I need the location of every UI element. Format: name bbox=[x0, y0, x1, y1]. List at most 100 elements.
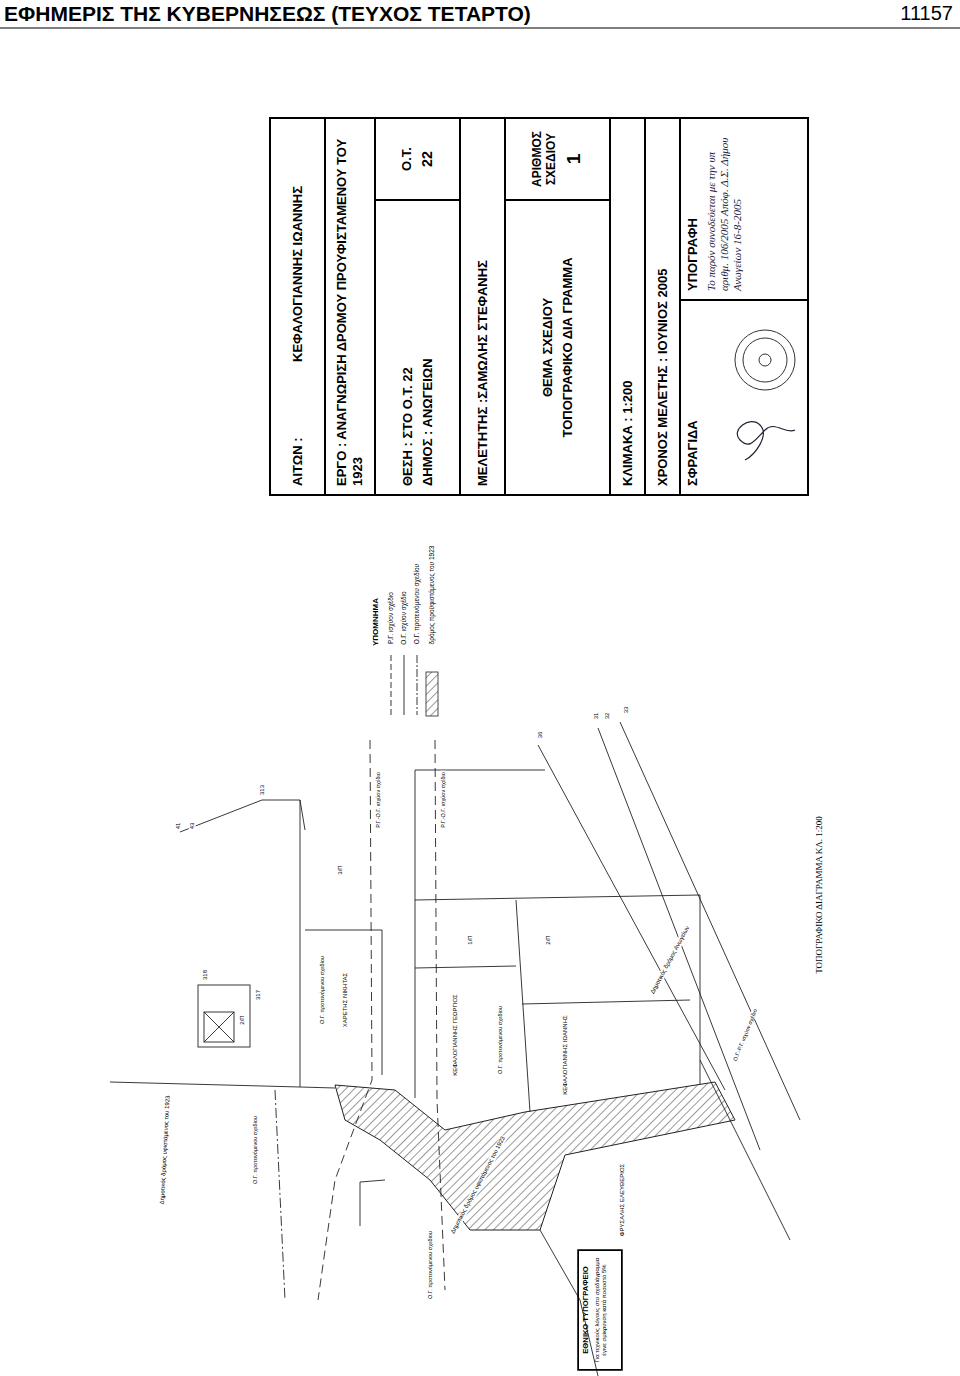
parcel-boundary bbox=[415, 895, 700, 900]
cell-heading: ΘΕΜΑ ΣΧΕΔΙΟΥ bbox=[540, 298, 556, 397]
title-block-cell: ΘΕΜΑ ΣΧΕΔΙΟΥΤΟΠΟΓΡΑΦΙΚΟ ΔΙΑ ΓΡΑΜΜΑ bbox=[505, 200, 610, 495]
legend-text: δρόμος προϋφιστάμενος του 1923 bbox=[428, 544, 435, 645]
parcel-boundary bbox=[516, 900, 530, 1112]
map-label: ΧΑΡΕΤΗΣ ΝΙΚΗΤΑΣ bbox=[342, 972, 349, 1029]
parcel-boundary bbox=[415, 770, 545, 771]
parcel-boundary bbox=[598, 728, 760, 1150]
stamp-frame bbox=[578, 1250, 622, 1370]
legend-sample bbox=[391, 655, 392, 715]
map-label: Ο.Γ.-Ρ.Γ. ισχύον σχέδιο bbox=[731, 1007, 758, 1063]
plot-number: 31 bbox=[593, 712, 600, 721]
parcel-boundary bbox=[305, 930, 382, 1075]
building-line-dashed bbox=[318, 740, 445, 1300]
legend-text: Ρ.Γ. ισχύον σχέδιο bbox=[387, 591, 394, 645]
gazette-header: ΕΦΗΜΕΡΙΣ ΤΗΣ ΚΥΒΕΡΝΗΣΕΩΣ (ΤΕΥΧΟΣ ΤΕΤΑΡΤΟ… bbox=[4, 2, 531, 26]
legend-sample bbox=[391, 655, 392, 715]
legend-sample bbox=[426, 672, 438, 716]
title-block-cell: ΘΕΣΗ : ΣΤΟ Ο.Τ. 22ΔΗΜΟΣ : ΑΝΩΓΕΙΩΝ bbox=[375, 200, 460, 495]
plot-number: 317 bbox=[255, 989, 262, 1001]
proposed-line bbox=[275, 1090, 285, 1300]
cell-text: Για τεχνικούς λόγους στο σχεδιάγραμμα έγ… bbox=[594, 1254, 608, 1366]
cell-heading: ΑΙΤΩΝ : bbox=[290, 366, 306, 486]
plot-number: 41 bbox=[175, 822, 182, 831]
stamp-box: ΕΘΝΙΚΟ ΤΥΠΟΓΡΑΦΕΙΟ Για τεχνικούς λόγους σ… bbox=[578, 1250, 622, 1370]
legend-sample bbox=[426, 672, 438, 716]
official-seal bbox=[735, 330, 795, 390]
cell-heading: ΣΦΡΑΓΙΔΑ bbox=[685, 420, 701, 486]
title-block-cell: ΧΡΟΝΟΣ ΜΕΛΕΤΗΣ : ΙΟΥΝΙΟΣ 2005 bbox=[645, 118, 680, 495]
cell-heading: ΚΛΙΜΑΚΑ : 1:200 bbox=[620, 381, 636, 486]
cell-heading: ΕΡΓΟ : ΑΝΑΓΝΩΡΙΣΗ ΔΡΟΜΟΥ ΠΡΟΥΦΙΣΤΑΜΕΝΟΥ … bbox=[334, 127, 365, 486]
title-block-cell: ΑΙΤΩΝ : ΚΕΦΑΛΟΓΙΑΝΝΗΣ ΙΩΑΝΝΗΣ bbox=[270, 118, 325, 495]
cell-text: 22 bbox=[419, 151, 436, 167]
cell-heading: Ο.Τ. bbox=[399, 147, 415, 171]
parcel-boundary bbox=[700, 1060, 790, 1240]
legend-text: Ο.Γ. ισχύον σχέδιο bbox=[400, 590, 407, 645]
cell-text: ΚΕΦΑΛΟΓΙΑΝΝΗΣ ΙΩΑΝΝΗΣ bbox=[290, 186, 306, 362]
parcel-boundary bbox=[110, 1082, 335, 1088]
official-seal bbox=[759, 354, 771, 366]
cell-text: Το παρόν συνοδεύεται με την υπ αριθμ. 10… bbox=[705, 127, 745, 291]
parcel-boundary bbox=[620, 722, 800, 1120]
cell-text: 1 bbox=[562, 154, 585, 165]
signature bbox=[737, 422, 795, 460]
legend-sample bbox=[417, 655, 418, 715]
title-block-cell: ΥΠΟΓΡΑΦΗΤο παρόν συνοδεύεται με την υπ α… bbox=[680, 118, 808, 300]
plot-number: 1/Π bbox=[467, 934, 474, 945]
map-label: Ρ.Γ.-Ο.Γ. ισχύον σχέδιο bbox=[375, 771, 381, 829]
building bbox=[198, 985, 250, 1047]
plot-number: 2/Π bbox=[545, 934, 552, 945]
cell-heading: ΜΕΛΕΤΗΤΗΣ :ΣΑΜΩΛΗΣ ΣΤΕΦΑΝΗΣ bbox=[475, 260, 491, 486]
page-number: 11157 bbox=[899, 2, 954, 24]
parcel-boundary bbox=[522, 1000, 690, 1004]
building bbox=[204, 1012, 234, 1042]
parcel-boundary bbox=[300, 800, 301, 1087]
plot-number: 36 bbox=[537, 731, 544, 740]
cell-heading: ΥΠΟΓΡΑΦΗ bbox=[685, 218, 701, 291]
cell-text: ΔΗΜΟΣ : ΑΝΩΓΕΙΩΝ bbox=[420, 358, 436, 486]
title-block-cell: Ο.Τ.22 bbox=[375, 118, 460, 200]
map-label: ΚΕΦΑΛΟΓΙΑΝΝΗΣ ΓΕΩΡΓΙΟΣ bbox=[452, 993, 459, 1077]
map-label: Ο.Γ. προτεινόμενου σχεδίου bbox=[319, 955, 325, 1025]
map-label: Ο.Γ. προτεινόμενου σχεδίου bbox=[497, 1005, 503, 1075]
title-block-cell: ΜΕΛΕΤΗΤΗΣ :ΣΑΜΩΛΗΣ ΣΤΕΦΑΝΗΣ bbox=[460, 118, 505, 495]
parcel-boundary bbox=[110, 722, 800, 1376]
road-1923-hatched bbox=[335, 1082, 735, 1230]
proposed-line bbox=[275, 1090, 285, 1300]
map-label: ΚΕΦΑΛΟΓΙΑΝΝΗΣ ΙΩΑΝΝΗΣ bbox=[562, 1014, 569, 1095]
plot-number: 318 bbox=[202, 969, 209, 981]
parcel-boundary bbox=[360, 1180, 385, 1226]
parcel-boundary bbox=[415, 770, 416, 1098]
legend-sample bbox=[404, 655, 405, 715]
title-block-cell: ΚΛΙΜΑΚΑ : 1:200 bbox=[610, 118, 645, 495]
cell-heading: ΕΘΝΙΚΟ ΤΥΠΟΓΡΑΦΕΙΟ bbox=[581, 1266, 590, 1354]
title-block-cell: ΑΡΙΘΜΟΣ ΣΧΕΔΙΟΥ1 bbox=[505, 118, 610, 200]
cell-heading: ΧΡΟΝΟΣ ΜΕΛΕΤΗΣ : ΙΟΥΝΙΟΣ 2005 bbox=[655, 269, 671, 486]
title-block-frame bbox=[270, 118, 808, 495]
map-label: ΦΡΥΣΑΛΗΣ ΕΛΕΥΘΕΡΙΟΣ bbox=[619, 1163, 626, 1238]
official-seal bbox=[735, 330, 795, 390]
map-label: Ο.Γ. προτεινόμενου σχεδίου bbox=[252, 1115, 258, 1185]
plot-number: 2/Π bbox=[239, 1014, 246, 1025]
map-label: Δημοτικός δρόμος Ανωγείων bbox=[649, 924, 691, 996]
plot-number: 313 bbox=[259, 784, 266, 796]
title-block-cell: ΕΡΓΟ : ΑΝΑΓΝΩΡΙΣΗ ΔΡΟΜΟΥ ΠΡΟΥΦΙΣΤΑΜΕΝΟΥ … bbox=[325, 118, 375, 495]
legend-text: Ο.Γ. προτεινόμενου σχεδίου bbox=[413, 563, 420, 645]
plot-number: 32 bbox=[604, 712, 611, 721]
legend-sample bbox=[404, 655, 405, 715]
map-label: ΥΠΟΜΝΗΜΑ bbox=[372, 597, 381, 647]
building-line-dashed bbox=[318, 740, 372, 1300]
parcel-boundary bbox=[415, 966, 516, 968]
cell-heading: ΘΕΣΗ : ΣΤΟ Ο.Τ. 22 bbox=[400, 367, 416, 486]
legend-sample bbox=[417, 655, 418, 715]
map-label: Ο.Γ. προτεινόμενου σχεδίου bbox=[427, 1230, 433, 1300]
building bbox=[204, 1012, 234, 1042]
plot-number: 3/Π bbox=[337, 864, 344, 875]
title-block: ΑΙΤΩΝ : ΚΕΦΑΛΟΓΙΑΝΝΗΣ ΙΩΑΝΝΗΣ ΕΡΓΟ : ΑΝΑΓΝ… bbox=[270, 118, 808, 495]
cell-heading: ΑΡΙΘΜΟΣ ΣΧΕΔΙΟΥ bbox=[530, 127, 559, 191]
official-seal bbox=[743, 338, 787, 382]
building bbox=[198, 985, 250, 1047]
plot-number: 43 bbox=[189, 822, 196, 831]
drawing-caption: ΤΟΠΟΓΡΑΦΙΚΟ ΔΙΑΓΡΑΜΜΑ ΚΛ. 1:200 bbox=[815, 815, 825, 975]
cell-text: ΤΟΠΟΓΡΑΦΙΚΟ ΔΙΑ ΓΡΑΜΜΑ bbox=[560, 257, 576, 437]
